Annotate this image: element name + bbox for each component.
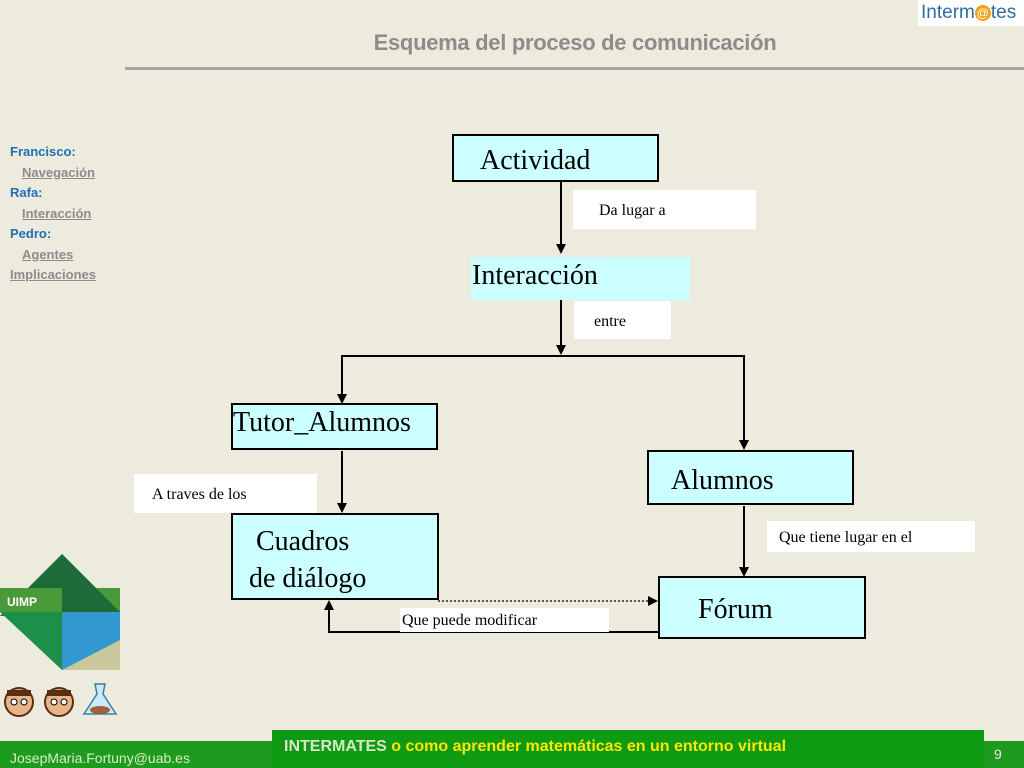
nav-person-francisco: Francisco:: [10, 144, 76, 159]
label-que-puede: Que puede modificar: [400, 608, 609, 632]
side-navigation: Francisco: Navegación Rafa: Interacción …: [10, 142, 96, 286]
node-alumnos: Alumnos: [647, 450, 854, 505]
characters-clipart: [4, 683, 118, 717]
title-divider: [125, 67, 1024, 70]
node-alumnos-label: Alumnos: [671, 465, 774, 496]
uimp-logo: [0, 554, 120, 670]
arrow-branch-to-alumnos: [561, 355, 749, 450]
footer-tagline: o como aprender matemáticas en un entorn…: [386, 738, 787, 755]
logo-text-end: tes: [990, 2, 1017, 23]
nav-person-rafa: Rafa:: [10, 185, 43, 200]
node-forum: Fórum: [658, 576, 866, 639]
label-que-tiene: Que tiene lugar en el: [767, 521, 975, 552]
page-number: 9: [994, 746, 1002, 762]
arrow-forum-to-cuadros: [324, 600, 659, 633]
nav-link-implicaciones[interactable]: Implicaciones: [10, 267, 96, 282]
node-tutor-alumnos: Tutor_Alumnos: [231, 403, 438, 450]
label-entre: entre: [574, 301, 671, 339]
node-cuadros-line2: de diálogo: [249, 563, 367, 594]
node-actividad: Actividad: [452, 134, 659, 182]
node-forum-label: Fórum: [698, 594, 773, 625]
slide-title: Esquema del proceso de comunicación: [373, 30, 777, 55]
nav-link-agentes[interactable]: Agentes: [22, 246, 74, 262]
flask-icon: [82, 683, 118, 715]
nav-person-pedro: Pedro:: [10, 226, 52, 241]
node-actividad-label: Actividad: [480, 145, 591, 176]
logo-text-start: Interm: [921, 2, 975, 23]
node-cuadros-line1: Cuadros: [256, 526, 350, 557]
node-interaccion-label: Interacción: [472, 260, 598, 291]
nav-link-navegacion[interactable]: Navegación: [22, 164, 95, 180]
footer-title: INTERMATES o como aprender matemáticas e…: [284, 738, 786, 756]
logo-at-icon: @: [974, 5, 991, 21]
uimp-logo-label: UIMP: [7, 595, 37, 609]
nav-link-interaccion[interactable]: Interacción: [22, 205, 92, 221]
label-da-lugar: Da lugar a: [573, 190, 756, 229]
node-tutor-alumnos-label: Tutor_Alumnos: [233, 407, 411, 438]
footer-banner: [272, 730, 984, 768]
node-cuadros-dialogo: Cuadros de diálogo: [231, 513, 439, 600]
footer-brand: INTERMATES: [284, 738, 387, 755]
author-email: JosepMaria.Fortuny@uab.es: [10, 750, 190, 766]
arrow-branch-to-tutor: [337, 355, 744, 404]
label-a-traves: A traves de los: [134, 474, 317, 513]
intermates-logo: Interm@tes: [918, 0, 1024, 26]
node-interaccion: Interacción: [471, 257, 690, 300]
